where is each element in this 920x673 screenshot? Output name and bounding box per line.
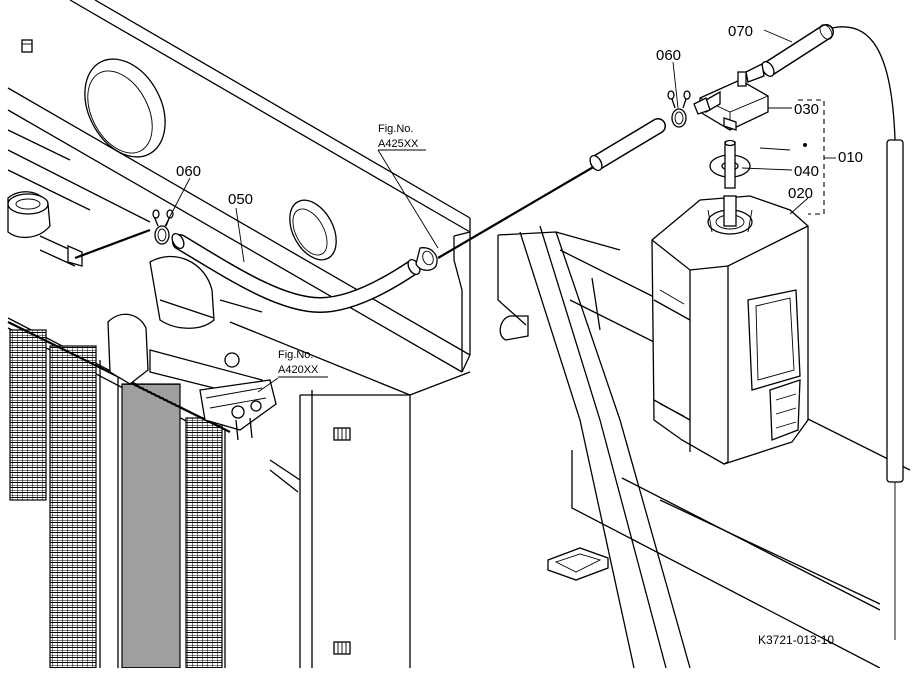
callout-030: 030: [794, 101, 819, 118]
drawing-id: K3721-013-10: [758, 633, 834, 647]
figure-ref-lower-number: A420XX: [278, 364, 319, 376]
gasket-040: [709, 139, 751, 189]
callout-060-top: 060: [656, 47, 681, 64]
callout-060-left: 060: [176, 163, 201, 180]
hose-segment-middle: [589, 118, 666, 172]
hose-clamp-060-left: [152, 209, 174, 245]
reserve-tank-020: [651, 195, 809, 465]
drain-tube: [831, 26, 904, 640]
radiator-core: [7, 317, 231, 669]
vent-hose-070: [761, 24, 834, 77]
callout-070: 070: [728, 23, 753, 40]
tank-cap-030: [693, 63, 769, 131]
overflow-hose-050: [171, 232, 438, 314]
frame-members: [269, 225, 911, 669]
callout-050: 050: [228, 191, 253, 208]
assembly-bracket-010: [798, 99, 836, 215]
callout-leaders: [164, 29, 809, 393]
figure-ref-lower-label: Fig.No.: [278, 349, 313, 361]
callout-010: 010: [838, 149, 863, 166]
hose-clamp-060-top: [667, 90, 691, 128]
figure-ref-upper-number: A425XX: [378, 138, 419, 150]
figure-ref-upper-label: Fig.No.: [378, 123, 413, 135]
radiator-top-tank: [7, 191, 277, 441]
callout-020: 020: [788, 185, 813, 202]
callout-040: 040: [794, 163, 819, 180]
